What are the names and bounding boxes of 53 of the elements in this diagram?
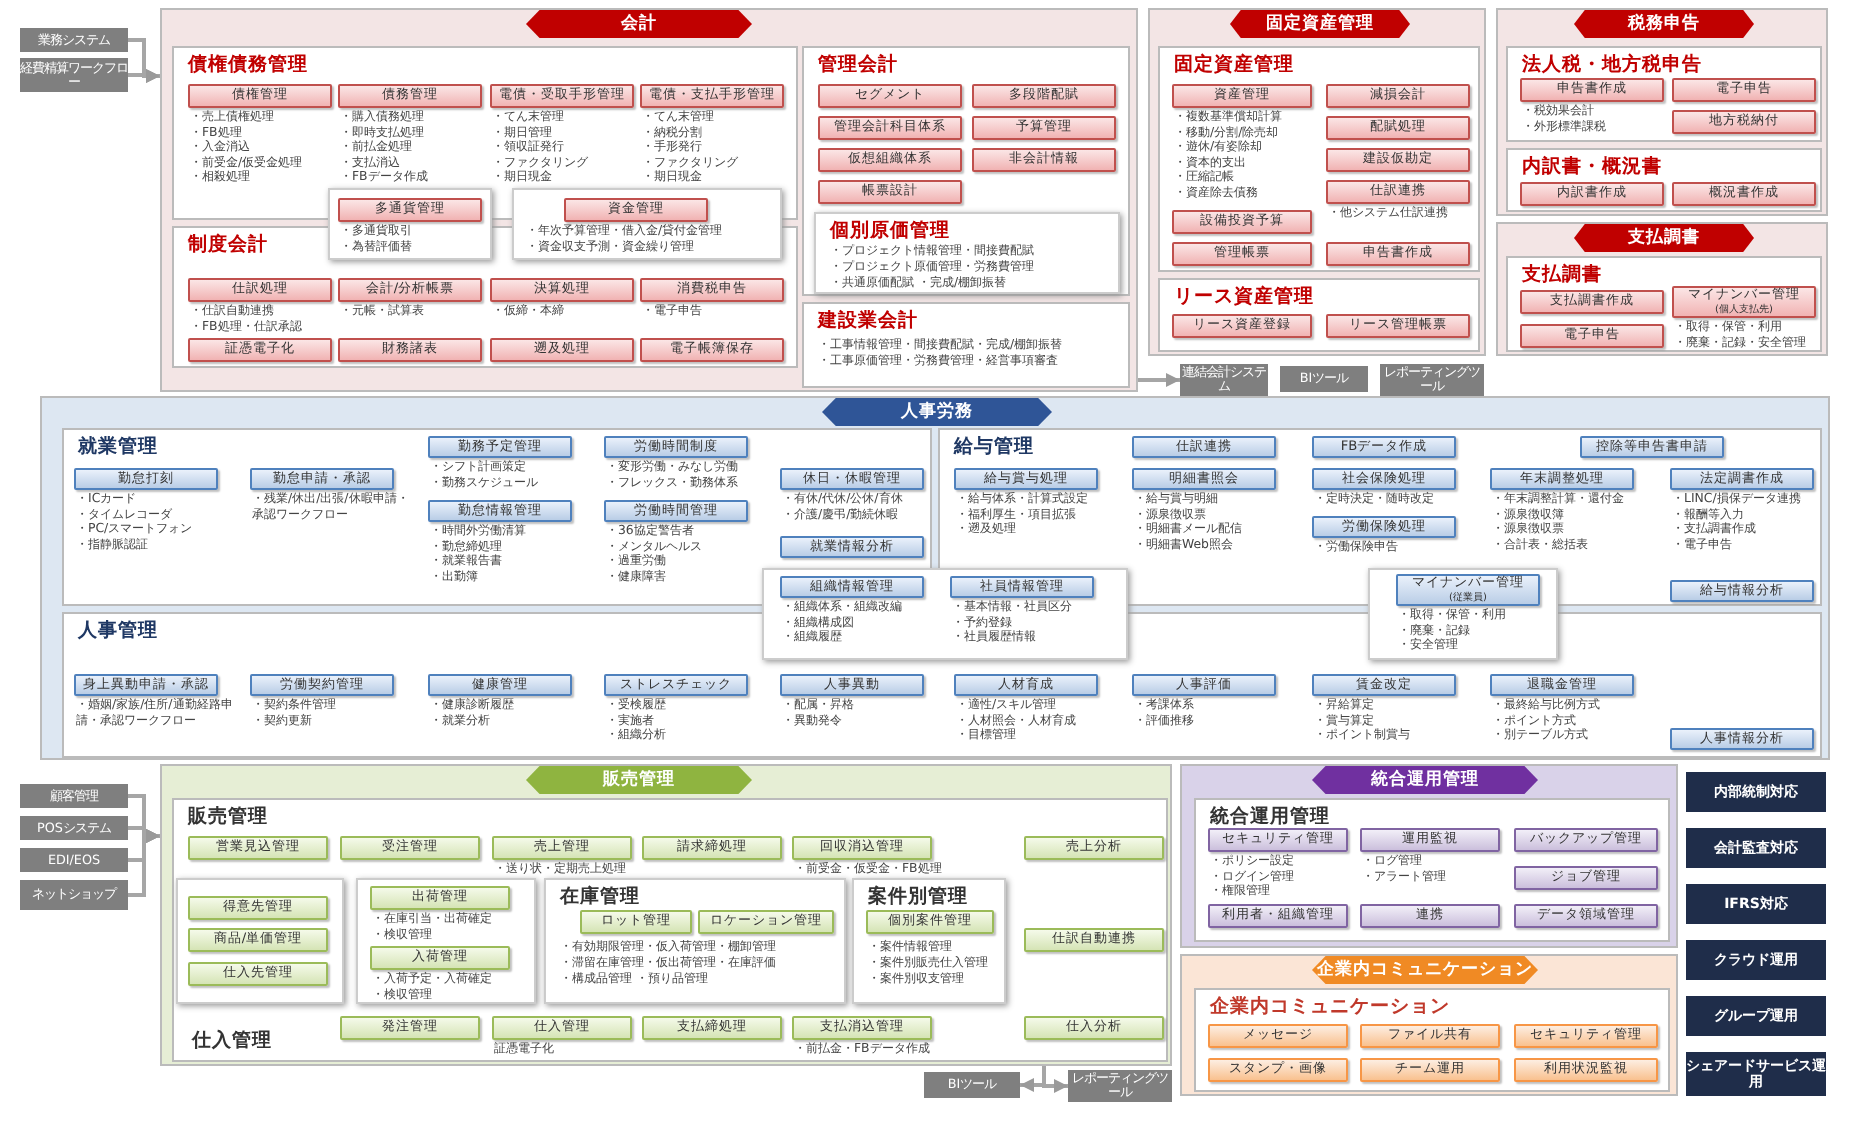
section-heading: 企業内コミュニケーション xyxy=(1210,996,1450,1018)
section-heading: 管理会計 xyxy=(818,54,898,76)
section-heading: 固定資産管理 xyxy=(1174,54,1294,76)
section-heading: リース資産管理 xyxy=(1174,286,1314,308)
section-heading: 給与管理 xyxy=(954,436,1034,458)
section-heading: 仕入管理 xyxy=(192,1030,272,1052)
section-panel xyxy=(1506,148,1822,212)
module-panel xyxy=(1496,222,1828,356)
section-heading: 在庫管理 xyxy=(560,886,640,908)
section-heading: 個別原価管理 xyxy=(830,220,950,242)
arrow xyxy=(1042,1066,1068,1093)
section-panel xyxy=(802,46,1130,296)
section-heading: 債権債務管理 xyxy=(188,54,308,76)
section-panel xyxy=(802,302,1130,388)
module-panel xyxy=(40,396,1830,760)
module-banner: 固定資産管理 xyxy=(1230,10,1410,38)
section-heading: 制度会計 xyxy=(188,234,268,256)
module-banner: 統合運用管理 xyxy=(1312,766,1538,794)
section-heading: 人事管理 xyxy=(78,620,158,642)
module-banner: 人事労務 xyxy=(822,398,1052,426)
section-panel xyxy=(1158,46,1480,272)
function-tile xyxy=(1672,286,1816,318)
section-panel xyxy=(1506,46,1822,142)
module-panel xyxy=(1496,8,1828,216)
module-banner: 支払調書 xyxy=(1574,224,1754,252)
section-heading: 支払調書 xyxy=(1522,264,1602,286)
section-heading: 建設業会計 xyxy=(818,310,918,332)
info-card xyxy=(544,878,846,1004)
section-panel xyxy=(1194,988,1670,1092)
section-panel xyxy=(1158,278,1480,352)
module-panel xyxy=(1148,8,1486,356)
module-banner: 販売管理 xyxy=(526,766,752,794)
module-banner: 企業内コミュニケーション xyxy=(1312,956,1538,984)
section-heading: 法人税・地方税申告 xyxy=(1522,54,1702,76)
section-panel xyxy=(1506,256,1822,352)
function-tile xyxy=(1396,574,1540,606)
arrow xyxy=(128,69,160,83)
section-heading: 就業管理 xyxy=(78,436,158,458)
module-banner: 会計 xyxy=(526,10,752,38)
module-panel xyxy=(1180,954,1678,1096)
section-heading: 内訳書・概況書 xyxy=(1522,156,1662,178)
section-heading: 案件別管理 xyxy=(868,886,968,908)
section-heading: 販売管理 xyxy=(188,806,268,828)
section-panel xyxy=(62,612,1822,758)
info-card xyxy=(814,212,1120,294)
module-banner: 税務申告 xyxy=(1574,10,1754,38)
module-panel xyxy=(160,8,1138,392)
section-heading: 統合運用管理 xyxy=(1210,806,1330,828)
info-card xyxy=(852,878,1006,1004)
module-panel xyxy=(1180,764,1678,948)
section-panel xyxy=(1194,798,1670,942)
arrow xyxy=(1138,373,1180,387)
arrow xyxy=(128,829,160,897)
